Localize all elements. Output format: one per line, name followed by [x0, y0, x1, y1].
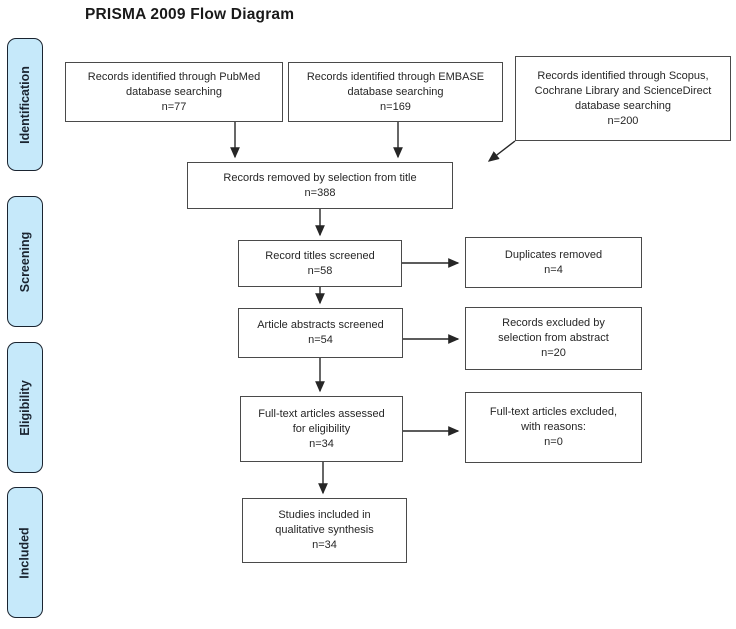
box-records-pubmed: Records identified through PubMed databa… — [65, 62, 283, 122]
stage-included-label: Included — [18, 526, 32, 579]
diagram-title: PRISMA 2009 Flow Diagram — [85, 6, 295, 23]
box-fulltext-assessed: Full-text articles assessed for eligibil… — [240, 396, 403, 462]
box-records-excluded-by-abstract: Records excluded by selection from abstr… — [465, 307, 642, 370]
stage-screening: Screening — [7, 196, 43, 327]
box-fulltext-excluded: Full-text articles excluded, with reason… — [465, 392, 642, 463]
stage-eligibility: Eligibility — [7, 342, 43, 473]
box-records-embase: Records identified through EMBASE databa… — [288, 62, 503, 122]
stage-included: Included — [7, 487, 43, 618]
arrow-scopus-to-removed — [487, 140, 516, 162]
stage-identification-label: Identification — [18, 65, 32, 144]
box-record-titles-screened: Record titles screened n=58 — [238, 240, 402, 287]
box-studies-included-qualitative: Studies included in qualitative synthesi… — [242, 498, 407, 563]
box-duplicates-removed: Duplicates removed n=4 — [465, 237, 642, 288]
box-article-abstracts-screened: Article abstracts screened n=54 — [238, 308, 403, 358]
box-records-scopus-cochrane-sciencedirect: Records identified through Scopus, Cochr… — [515, 56, 731, 141]
box-records-removed-by-title: Records removed by selection from title … — [187, 162, 453, 209]
stage-identification: Identification — [7, 38, 43, 171]
stage-eligibility-label: Eligibility — [18, 379, 32, 436]
stage-screening-label: Screening — [18, 231, 32, 292]
